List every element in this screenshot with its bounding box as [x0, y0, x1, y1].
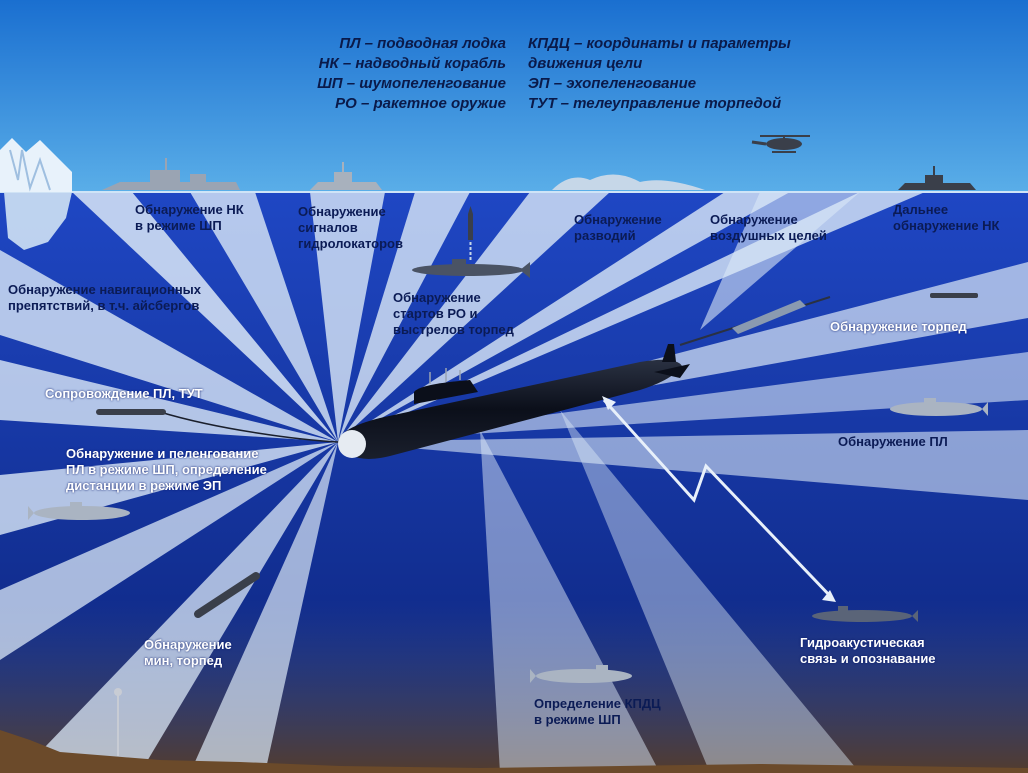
beam-up-7 [700, 192, 860, 330]
label-bearing: Обнаружение и пеленгование ПЛ в режиме Ш… [66, 446, 267, 493]
label-nk-shp: Обнаружение НК в режиме ШП [135, 202, 244, 233]
label-kpdc: Определение КПДЦ в режиме ШП [534, 696, 661, 727]
legend-left: ПЛ – подводная лодка НК – надводный кора… [250, 34, 506, 114]
legend-item: ШП – шумопеленгование [317, 75, 506, 92]
beam-up-3 [338, 192, 470, 442]
sky [0, 0, 1028, 192]
torpedo-icon [96, 409, 166, 415]
submarine-icon [812, 606, 918, 622]
beam-aft-2 [480, 430, 660, 773]
beam-up-4 [338, 192, 610, 442]
beam-up-left [72, 192, 338, 442]
label-wakes: Обнаружение разводий [574, 212, 662, 243]
submarine-icon [890, 398, 988, 416]
surface-ship-icon [898, 166, 976, 190]
legend-item: НК – надводный корабль [318, 55, 506, 72]
helicopter-icon [751, 135, 810, 153]
legend-item: ЭП – эхопеленгование [528, 75, 697, 92]
label-torpedo-detect: Обнаружение торпед [830, 319, 967, 334]
legend-item: ТУТ – телеуправление торпедой [528, 95, 782, 112]
beam-aft-1 [560, 410, 860, 773]
surface-ship-icon [102, 158, 240, 190]
legend-item: движения цели [528, 55, 643, 72]
submarine-icon [530, 665, 632, 683]
label-mines: Обнаружение мин, торпед [144, 637, 232, 668]
legend-right: КПДЦ – координаты и параметры движения ц… [528, 34, 818, 114]
beam-left-1 [0, 250, 338, 442]
missile-icon [468, 206, 473, 262]
label-escort: Сопровождение ПЛ, ТУТ [45, 386, 203, 401]
main-submarine-icon [159, 344, 690, 459]
surface-ship-icon [310, 162, 382, 190]
label-sonar-signals: Обнаружение сигналов гидролокаторов [298, 204, 403, 251]
seabed [0, 730, 1028, 773]
beam-right-3 [338, 430, 1028, 500]
legend-item: КПДЦ – координаты и параметры [528, 35, 791, 52]
torpedo-icon [194, 572, 260, 618]
submarine-icon [28, 502, 130, 520]
iceberg-icon [0, 138, 72, 250]
label-air: Обнаружение воздушных целей [710, 212, 827, 243]
beam-up-2 [310, 192, 385, 442]
legend-item: РО – ракетное оружие [335, 95, 506, 112]
legend-item: ПЛ – подводная лодка [339, 35, 506, 52]
island-icon [552, 174, 705, 190]
towed-array-icon [679, 296, 831, 346]
beam-down-1 [190, 442, 338, 773]
acoustic-link-icon [602, 396, 836, 602]
label-long-range-nk: Дальнее обнаружение НК [893, 202, 1000, 233]
beam-down-left [20, 442, 338, 773]
label-navigation: Обнаружение навигационных препятствий, в… [8, 282, 202, 313]
label-sub-detect: Обнаружение ПЛ [838, 434, 948, 449]
label-ro-launch: Обнаружение стартов РО и выстрелов торпе… [393, 290, 514, 337]
beam-up-1 [190, 192, 338, 442]
buoy-icon [114, 688, 122, 756]
beam-up-5 [338, 192, 790, 442]
label-acoustic-comm: Гидроакустическая связь и опознавание [800, 635, 936, 666]
beam-left-4 [0, 442, 338, 660]
beam-left-2 [0, 360, 338, 442]
torpedo-icon [930, 293, 978, 298]
submarine-icon [412, 259, 530, 278]
